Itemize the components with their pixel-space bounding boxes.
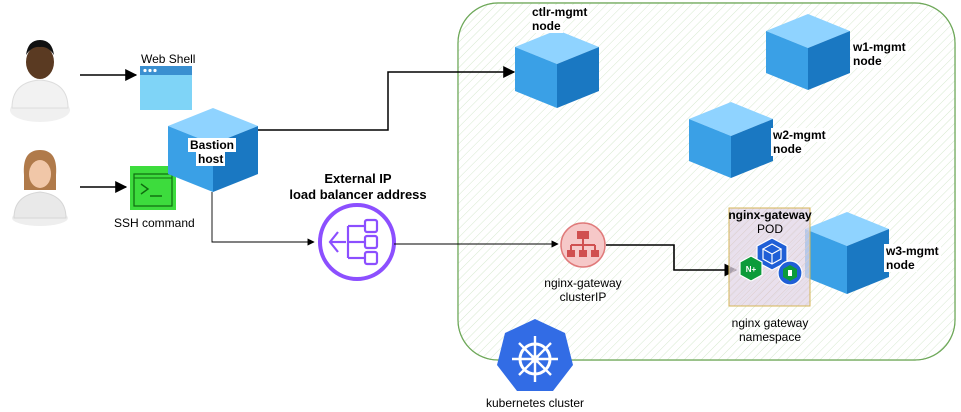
- w3-node-label-line1: w3-mgmt: [884, 244, 941, 258]
- clusterip-to-pod-connector: [606, 244, 738, 277]
- nginx-pod-label-line1: nginx-gateway: [728, 208, 812, 222]
- user-1-icon: [10, 40, 70, 122]
- w3-node-label-line2: node: [884, 258, 917, 272]
- w1-node-label-line1: w1-mgmt: [851, 40, 908, 54]
- namespace-label-line2: namespace: [738, 330, 802, 344]
- w3-node-cube-icon[interactable]: [805, 212, 889, 294]
- cluster-ip-service-icon[interactable]: [560, 222, 606, 268]
- bastion-label-line2: host: [196, 152, 226, 166]
- namespace-label-line1: nginx gateway: [731, 316, 809, 330]
- kubernetes-cluster-label: kubernetes cluster: [485, 396, 585, 410]
- ctlr-node-label-line2: node: [530, 19, 563, 33]
- nginx-pod-label-line2: POD: [756, 222, 783, 236]
- nginx-gateway-icon: [777, 260, 803, 286]
- load-balancer-icon[interactable]: [318, 203, 396, 281]
- w1-node-cube-icon[interactable]: [766, 14, 850, 90]
- external-ip-label-line2: load balancer address: [289, 187, 427, 202]
- web-shell-label: Web Shell: [141, 52, 196, 66]
- bastion-label-line1: Bastion: [188, 138, 237, 152]
- pod-cube-icon: [756, 237, 788, 271]
- kubernetes-logo-icon: [497, 319, 573, 391]
- w2-node-label-line2: node: [771, 142, 804, 156]
- external-ip-label-line1: External IP: [324, 171, 392, 186]
- ssh-command-label: SSH command: [114, 216, 195, 230]
- cluster-ip-label-line2: clusterIP: [559, 290, 607, 304]
- bastion-to-ctlr-connector: [258, 66, 516, 131]
- w1-node-label-line2: node: [851, 54, 884, 68]
- ctlr-node-label-line1: ctlr-mgmt: [530, 5, 590, 19]
- nginx-plus-icon: N+: [739, 255, 763, 282]
- w2-node-cube-icon[interactable]: [689, 102, 773, 178]
- w2-node-label-line1: w2-mgmt: [771, 128, 828, 142]
- ctlr-node-cube-icon[interactable]: [515, 30, 599, 108]
- user-2-icon: [12, 150, 68, 226]
- cluster-ip-label-line1: nginx-gateway: [544, 276, 622, 290]
- bastion-host-cube-icon[interactable]: [168, 108, 258, 192]
- web-shell-icon[interactable]: [140, 66, 192, 110]
- bastion-to-lb-connector: [211, 192, 315, 246]
- nginx-plus-badge-text: N+: [746, 265, 757, 274]
